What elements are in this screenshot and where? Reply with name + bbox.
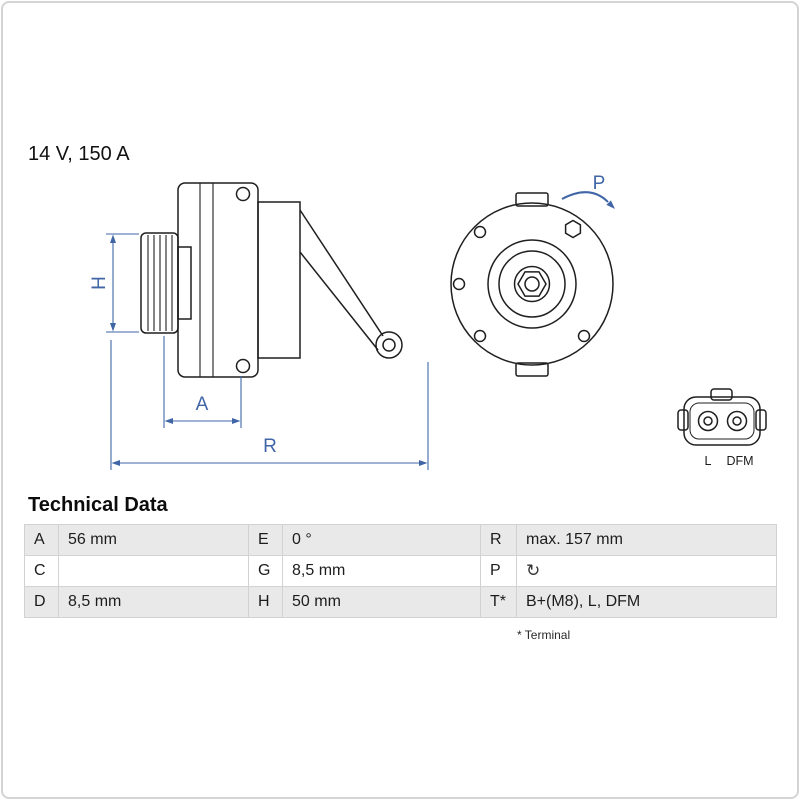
- param-key: T*: [480, 586, 517, 618]
- dimension-r: [110, 340, 429, 470]
- connector-latch: [710, 388, 733, 401]
- technical-drawing: P L DFM H: [89, 173, 767, 470]
- mounting-hole-bottom: [235, 358, 251, 374]
- rotation-direction-icon: ↻: [526, 560, 541, 580]
- table-row: C G 8,5 mm P ↻: [24, 555, 777, 587]
- param-value: ↻: [516, 555, 777, 587]
- table-row: A 56 mm E 0 ° R max. 157 mm: [24, 524, 777, 556]
- side-view: [140, 182, 403, 378]
- param-key: G: [248, 555, 283, 587]
- connector-pin-dfm: [726, 410, 748, 432]
- dimension-h: [106, 233, 139, 333]
- connector-body: [683, 396, 761, 446]
- table-row: D 8,5 mm H 50 mm T* B+(M8), L, DFM: [24, 586, 777, 618]
- connector-tab-left: [677, 409, 689, 431]
- param-key: P: [480, 555, 517, 587]
- dimension-r-label: R: [263, 436, 277, 457]
- section-heading: Technical Data: [28, 494, 168, 516]
- connector-pin-l-label: L: [705, 454, 712, 468]
- dimension-h-label: H: [89, 276, 110, 290]
- arm-eye: [375, 331, 403, 359]
- dimension-p-label: P: [593, 173, 606, 194]
- terminal-footnote: * Terminal: [517, 628, 571, 642]
- connector-pin-dfm-label: DFM: [726, 454, 753, 468]
- rear-view: [450, 192, 614, 377]
- param-value: 8,5 mm: [282, 555, 481, 587]
- bolt-hole: [473, 225, 487, 239]
- param-value: 56 mm: [58, 524, 249, 556]
- connector-pin-l: [697, 410, 719, 432]
- param-key: A: [24, 524, 59, 556]
- rotation-direction-arc: [561, 191, 615, 209]
- param-value: 50 mm: [282, 586, 481, 618]
- dimension-a: [163, 336, 242, 428]
- param-value: [58, 555, 249, 587]
- param-value: max. 157 mm: [516, 524, 777, 556]
- terminal-nut: [564, 219, 582, 239]
- rear-outline: [450, 202, 614, 366]
- shaft-nut-hexagon: [517, 271, 547, 297]
- bolt-hole: [473, 329, 487, 343]
- param-key: H: [248, 586, 283, 618]
- param-key: C: [24, 555, 59, 587]
- dimension-a-label: A: [196, 394, 209, 415]
- product-rating: 14 V, 150 A: [28, 143, 130, 165]
- rear-tab-bottom: [515, 362, 549, 377]
- technical-data-table: A 56 mm E 0 ° R max. 157 mm C G 8,5 mm P…: [24, 524, 777, 618]
- param-key: E: [248, 524, 283, 556]
- shaft-flange: [177, 246, 192, 320]
- rear-tab-top: [515, 192, 549, 207]
- param-value: 8,5 mm: [58, 586, 249, 618]
- connector-view: [677, 388, 767, 446]
- param-value: 0 °: [282, 524, 481, 556]
- front-bracket: [177, 182, 259, 378]
- rear-housing: [257, 201, 301, 359]
- connector-tab-right: [755, 409, 767, 431]
- bolt-hole: [452, 277, 466, 291]
- param-key: D: [24, 586, 59, 618]
- bolt-hole: [577, 329, 591, 343]
- mounting-hole-top: [235, 186, 251, 202]
- param-value: B+(M8), L, DFM: [516, 586, 777, 618]
- param-key: R: [480, 524, 517, 556]
